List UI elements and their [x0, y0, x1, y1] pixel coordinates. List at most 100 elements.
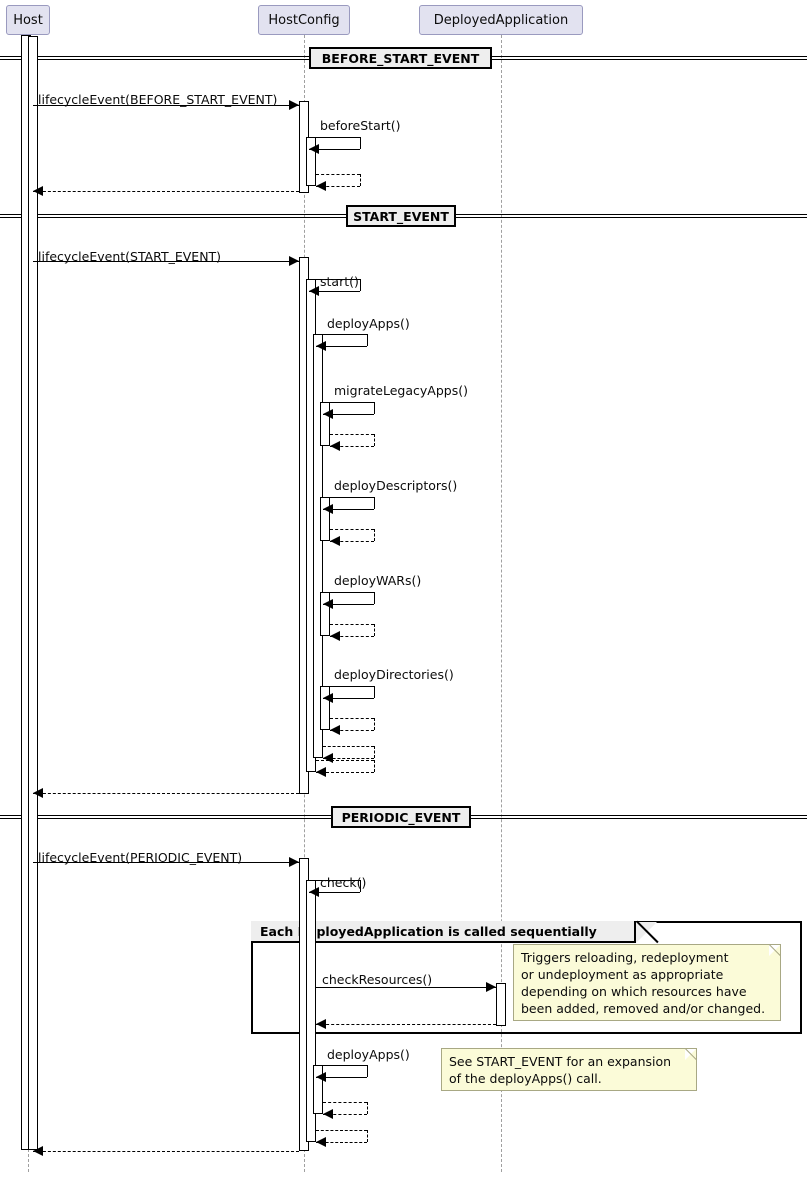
message-line-m-lifecycle-start	[33, 261, 299, 262]
message-line-m-start-host-return	[33, 793, 299, 794]
selfmsg-top-m-deployDirectories	[323, 686, 374, 687]
selfmsg-arrowhead-m-check	[309, 887, 319, 897]
message-label-m-deployApps-periodic: deployApps()	[327, 1047, 410, 1062]
message-label-m-start: start()	[320, 274, 359, 289]
selfmsg-side-m-check	[360, 880, 361, 892]
selfmsg-side-m-deployApps-return	[374, 746, 375, 758]
selfmsg-arrowhead-m-deployDescriptors	[323, 504, 333, 514]
message-label-m-check: check()	[320, 875, 367, 890]
selfmsg-side-m-beforeStart	[360, 137, 361, 149]
selfmsg-arrowhead-m-deployWARs	[323, 599, 333, 609]
message-label-m-migrateLegacyApps: migrateLegacyApps()	[334, 383, 468, 398]
message-arrowhead-m-before-return	[33, 186, 43, 196]
selfmsg-arrowhead-m-deployDescriptors-return	[330, 536, 340, 546]
selfmsg-arrowhead-m-deployDirectories	[323, 693, 333, 703]
selfmsg-top-m-deployDescriptors	[323, 497, 374, 498]
selfmsg-bottom-m-start-return	[316, 772, 374, 773]
selfmsg-top-m-beforeStart	[309, 137, 360, 138]
selfmsg-bottom-m-check	[309, 892, 360, 893]
selfmsg-side-m-deployWARs	[374, 592, 375, 604]
selfmsg-top-m-deployDescriptors-return	[330, 529, 374, 530]
selfmsg-bottom-m-deployDirectories-return	[330, 730, 374, 731]
selfmsg-arrowhead-m-deployApps-return	[323, 753, 333, 763]
message-arrowhead-m-checkResources	[486, 982, 496, 992]
message-arrowhead-m-checkResources-return	[316, 1019, 326, 1029]
selfmsg-arrowhead-m-start-return	[316, 767, 326, 777]
selfmsg-side-m-deployApps-periodic	[367, 1065, 368, 1077]
participant-host[interactable]: Host	[6, 5, 50, 35]
selfmsg-bottom-m-deployApps-periodic	[316, 1077, 367, 1078]
selfmsg-bottom-m-migrateLegacyApps	[323, 414, 374, 415]
selfmsg-bottom-m-beforeStart	[309, 149, 360, 150]
selfmsg-side-m-deployApps	[367, 334, 368, 346]
selfmsg-side-m-migrateLegacyApps	[374, 402, 375, 414]
selfmsg-side-m-start	[360, 279, 361, 291]
selfmsg-side-m-deployApps-periodic-return	[367, 1102, 368, 1114]
activation-app-checkres	[496, 983, 506, 1026]
selfmsg-arrowhead-m-deployApps-periodic-return	[323, 1109, 333, 1119]
selfmsg-top-m-deployApps-periodic-return	[323, 1102, 367, 1103]
selfmsg-bottom-m-deployDescriptors-return	[330, 541, 374, 542]
selfmsg-bottom-m-deployDescriptors	[323, 509, 374, 510]
message-label-m-deployWARs: deployWARs()	[334, 573, 422, 588]
message-line-m-before-return	[33, 191, 299, 192]
selfmsg-bottom-m-beforeStart-return	[316, 186, 360, 187]
selfmsg-side-m-deployDirectories	[374, 686, 375, 698]
message-line-m-lifecycle-periodic	[33, 862, 299, 863]
selfmsg-top-m-deployWARs-return	[330, 624, 374, 625]
sep-before-start: BEFORE_START_EVENT	[309, 47, 492, 69]
message-arrowhead-m-start-host-return	[33, 788, 43, 798]
sep-start: START_EVENT	[346, 205, 456, 227]
message-label-m-lifecycle-periodic: lifecycleEvent(PERIODIC_EVENT)	[38, 850, 243, 865]
selfmsg-bottom-m-start	[309, 291, 360, 292]
selfmsg-top-m-start	[309, 279, 360, 280]
message-arrowhead-m-lifecycle-periodic	[289, 857, 299, 867]
message-line-m-checkResources	[316, 987, 496, 988]
note-checkresources-fold	[769, 945, 780, 956]
message-line-m-lifecycle-before-start	[33, 105, 299, 106]
message-arrowhead-m-periodic-host-return	[33, 1146, 43, 1156]
participant-config[interactable]: HostConfig	[258, 5, 350, 35]
selfmsg-arrowhead-m-deployDirectories-return	[330, 725, 340, 735]
message-label-m-checkResources: checkResources()	[322, 972, 433, 987]
message-line-m-checkResources-return	[316, 1024, 496, 1025]
selfmsg-arrowhead-m-beforeStart-return	[316, 181, 326, 191]
selfmsg-side-m-deployWARs-return	[374, 624, 375, 636]
participant-label: Host	[13, 12, 43, 28]
selfmsg-side-m-start-return	[374, 760, 375, 772]
selfmsg-top-m-deployApps-periodic	[316, 1065, 367, 1066]
selfmsg-arrowhead-m-start	[309, 286, 319, 296]
selfmsg-arrowhead-m-migrateLegacyApps-return	[330, 441, 340, 451]
selfmsg-arrowhead-m-beforeStart	[309, 144, 319, 154]
selfmsg-top-m-migrateLegacyApps-return	[330, 434, 374, 435]
selfmsg-side-m-deployDescriptors	[374, 497, 375, 509]
group-sequential-tab-notch	[636, 922, 657, 943]
selfmsg-side-m-check-return	[367, 1130, 368, 1142]
participant-app[interactable]: DeployedApplication	[419, 5, 583, 35]
message-label-m-lifecycle-start: lifecycleEvent(START_EVENT)	[38, 249, 222, 264]
selfmsg-bottom-m-deployApps	[316, 346, 367, 347]
selfmsg-side-m-beforeStart-return	[360, 174, 361, 186]
note-deployapps-fold	[685, 1049, 696, 1060]
selfmsg-bottom-m-deployApps-periodic-return	[323, 1114, 367, 1115]
note-deployapps: See START_EVENT for an expansion of the …	[441, 1048, 697, 1091]
selfmsg-side-m-deployDirectories-return	[374, 718, 375, 730]
selfmsg-bottom-m-migrateLegacyApps-return	[330, 446, 374, 447]
selfmsg-bottom-m-deployApps-return	[323, 758, 374, 759]
selfmsg-arrowhead-m-check-return	[316, 1137, 326, 1147]
message-arrowhead-m-lifecycle-before-start	[289, 100, 299, 110]
selfmsg-arrowhead-m-deployApps	[316, 341, 326, 351]
sep-periodic: PERIODIC_EVENT	[331, 806, 471, 828]
selfmsg-bottom-m-deployDirectories	[323, 698, 374, 699]
activation-host-call-1	[28, 36, 38, 1150]
selfmsg-arrowhead-m-deployApps-periodic	[316, 1072, 326, 1082]
selfmsg-arrowhead-m-migrateLegacyApps	[323, 409, 333, 419]
selfmsg-bottom-m-check-return	[316, 1142, 367, 1143]
selfmsg-bottom-m-deployWARs	[323, 604, 374, 605]
message-label-m-lifecycle-before-start: lifecycleEvent(BEFORE_START_EVENT)	[38, 92, 278, 107]
selfmsg-top-m-deployApps	[316, 334, 367, 335]
message-label-m-deployDirectories: deployDirectories()	[334, 667, 454, 682]
selfmsg-side-m-migrateLegacyApps-return	[374, 434, 375, 446]
message-label-m-deployApps: deployApps()	[327, 316, 410, 331]
